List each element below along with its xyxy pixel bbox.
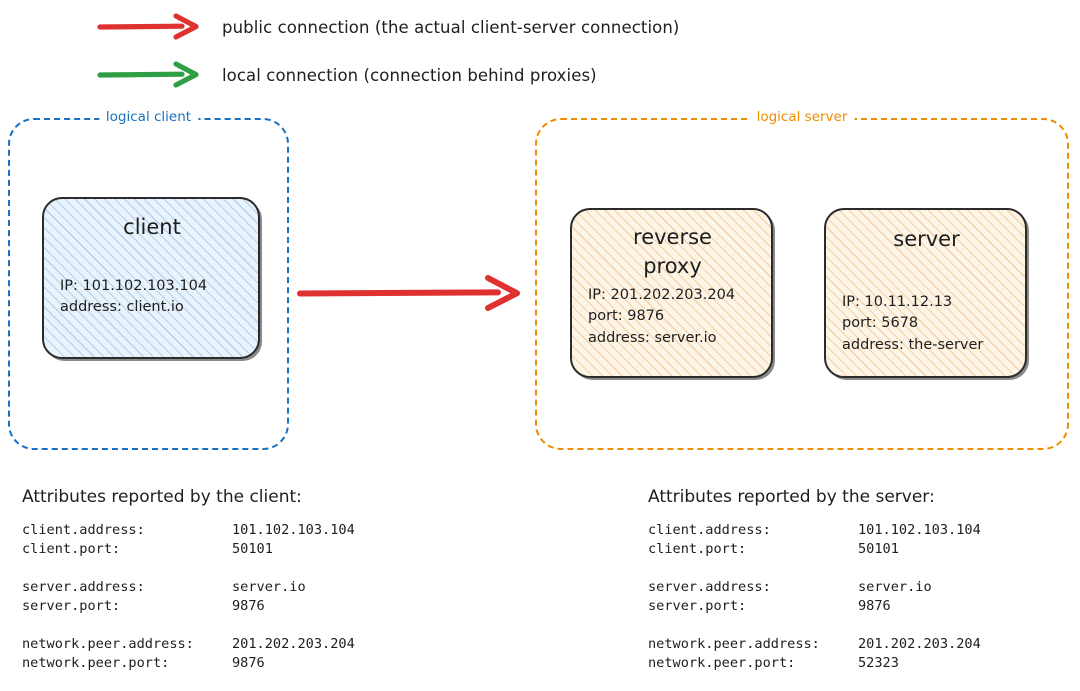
logical-client-label: logical client bbox=[98, 109, 199, 125]
node-reverse-proxy-title-line1: reverse bbox=[633, 225, 712, 249]
attribute-group: server.address: server.io server.port: 9… bbox=[648, 578, 981, 616]
node-server-line-port: port: 5678 bbox=[842, 315, 919, 332]
node-reverse-proxy-title-line2: proxy bbox=[643, 253, 702, 278]
green-arrow-icon bbox=[96, 60, 204, 90]
attribute-key: client.port: bbox=[648, 541, 747, 557]
attribute-row: client.port: 50101 bbox=[22, 540, 355, 559]
attribute-value: 201.202.203.204 bbox=[858, 636, 981, 652]
attribute-row: server.address: server.io bbox=[22, 578, 355, 597]
attribute-value: 9876 bbox=[858, 598, 891, 614]
public-connection-arrow bbox=[296, 270, 526, 320]
attribute-value: 9876 bbox=[232, 655, 265, 671]
logical-server-group: logical server bbox=[535, 109, 1069, 450]
attribute-key: network.peer.address: bbox=[648, 636, 820, 652]
attribute-group: server.address: server.io server.port: 9… bbox=[22, 578, 355, 616]
legend-label-public-connection: public connection (the actual client-ser… bbox=[222, 17, 680, 37]
attribute-value: 101.102.103.104 bbox=[858, 522, 981, 538]
node-client-details: IP: 101.102.103.104 address: client.io bbox=[60, 276, 244, 319]
attributes-server-heading: Attributes reported by the server: bbox=[648, 487, 935, 507]
node-client-line-ip: IP: 101.102.103.104 bbox=[60, 277, 208, 294]
attribute-row: client.address: 101.102.103.104 bbox=[648, 521, 981, 540]
node-client-line-address: address: client.io bbox=[60, 299, 184, 316]
attribute-group: client.address: 101.102.103.104 client.p… bbox=[22, 521, 355, 559]
attribute-key: server.address: bbox=[22, 579, 145, 595]
node-server-title: server bbox=[893, 227, 960, 251]
attribute-key: server.port: bbox=[22, 598, 121, 614]
legend-item-local-connection: local connection (connection behind prox… bbox=[96, 60, 597, 90]
attribute-key: network.peer.port: bbox=[648, 655, 796, 671]
attribute-key: network.peer.address: bbox=[22, 636, 194, 652]
attribute-key: server.port: bbox=[648, 598, 747, 614]
legend-label-local-connection: local connection (connection behind prox… bbox=[222, 65, 597, 85]
red-arrow-icon bbox=[96, 12, 204, 42]
attribute-value: 50101 bbox=[858, 541, 899, 557]
node-client-title: client bbox=[123, 215, 181, 239]
attribute-key: client.address: bbox=[648, 522, 771, 538]
attribute-group: network.peer.address: 201.202.203.204 ne… bbox=[22, 635, 355, 673]
attribute-key: network.peer.port: bbox=[22, 655, 170, 671]
node-server-line-address: address: the-server bbox=[842, 336, 984, 353]
attribute-row: client.port: 50101 bbox=[648, 540, 981, 559]
attribute-value: 52323 bbox=[858, 655, 899, 671]
attribute-row: client.address: 101.102.103.104 bbox=[22, 521, 355, 540]
attribute-group: network.peer.address: 201.202.203.204 ne… bbox=[648, 635, 981, 673]
attribute-key: client.address: bbox=[22, 522, 145, 538]
node-client[interactable]: client IP: 101.102.103.104 address: clie… bbox=[42, 197, 260, 359]
node-server-details: IP: 10.11.12.13 port: 5678 address: the-… bbox=[842, 292, 1011, 356]
attribute-row: server.port: 9876 bbox=[648, 597, 981, 616]
attributes-client-heading: Attributes reported by the client: bbox=[22, 487, 302, 507]
node-reverse-proxy[interactable]: reverse proxy IP: 201.202.203.204 port: … bbox=[570, 208, 773, 378]
attributes-panel-server: Attributes reported by the server: clien… bbox=[648, 487, 981, 673]
node-reverse-proxy-title: reverse proxy bbox=[588, 223, 757, 281]
attribute-value: 50101 bbox=[232, 541, 273, 557]
attribute-value: 201.202.203.204 bbox=[232, 636, 355, 652]
node-reverse-proxy-details: IP: 201.202.203.204 port: 9876 address: … bbox=[588, 285, 757, 349]
attribute-row: network.peer.port: 52323 bbox=[648, 654, 981, 673]
node-reverse-proxy-line-address: address: server.io bbox=[588, 329, 717, 346]
attribute-row: network.peer.address: 201.202.203.204 bbox=[22, 635, 355, 654]
attribute-key: server.address: bbox=[648, 579, 771, 595]
attribute-key: client.port: bbox=[22, 541, 121, 557]
node-reverse-proxy-line-ip: IP: 201.202.203.204 bbox=[588, 286, 736, 303]
attributes-panel-client: Attributes reported by the client: clien… bbox=[22, 487, 355, 673]
attribute-row: server.port: 9876 bbox=[22, 597, 355, 616]
legend-item-public-connection: public connection (the actual client-ser… bbox=[96, 12, 679, 42]
node-server-line-ip: IP: 10.11.12.13 bbox=[842, 293, 953, 310]
attribute-value: server.io bbox=[858, 579, 932, 595]
attribute-value: 101.102.103.104 bbox=[232, 522, 355, 538]
attribute-row: server.address: server.io bbox=[648, 578, 981, 597]
logical-server-label: logical server bbox=[749, 109, 855, 125]
attribute-value: 9876 bbox=[232, 598, 265, 614]
node-server[interactable]: server IP: 10.11.12.13 port: 5678 addres… bbox=[824, 208, 1027, 378]
attribute-value: server.io bbox=[232, 579, 306, 595]
node-reverse-proxy-line-port: port: 9876 bbox=[588, 308, 665, 325]
attribute-group: client.address: 101.102.103.104 client.p… bbox=[648, 521, 981, 559]
attribute-row: network.peer.address: 201.202.203.204 bbox=[648, 635, 981, 654]
attribute-row: network.peer.port: 9876 bbox=[22, 654, 355, 673]
logical-client-group: logical client bbox=[8, 109, 289, 450]
